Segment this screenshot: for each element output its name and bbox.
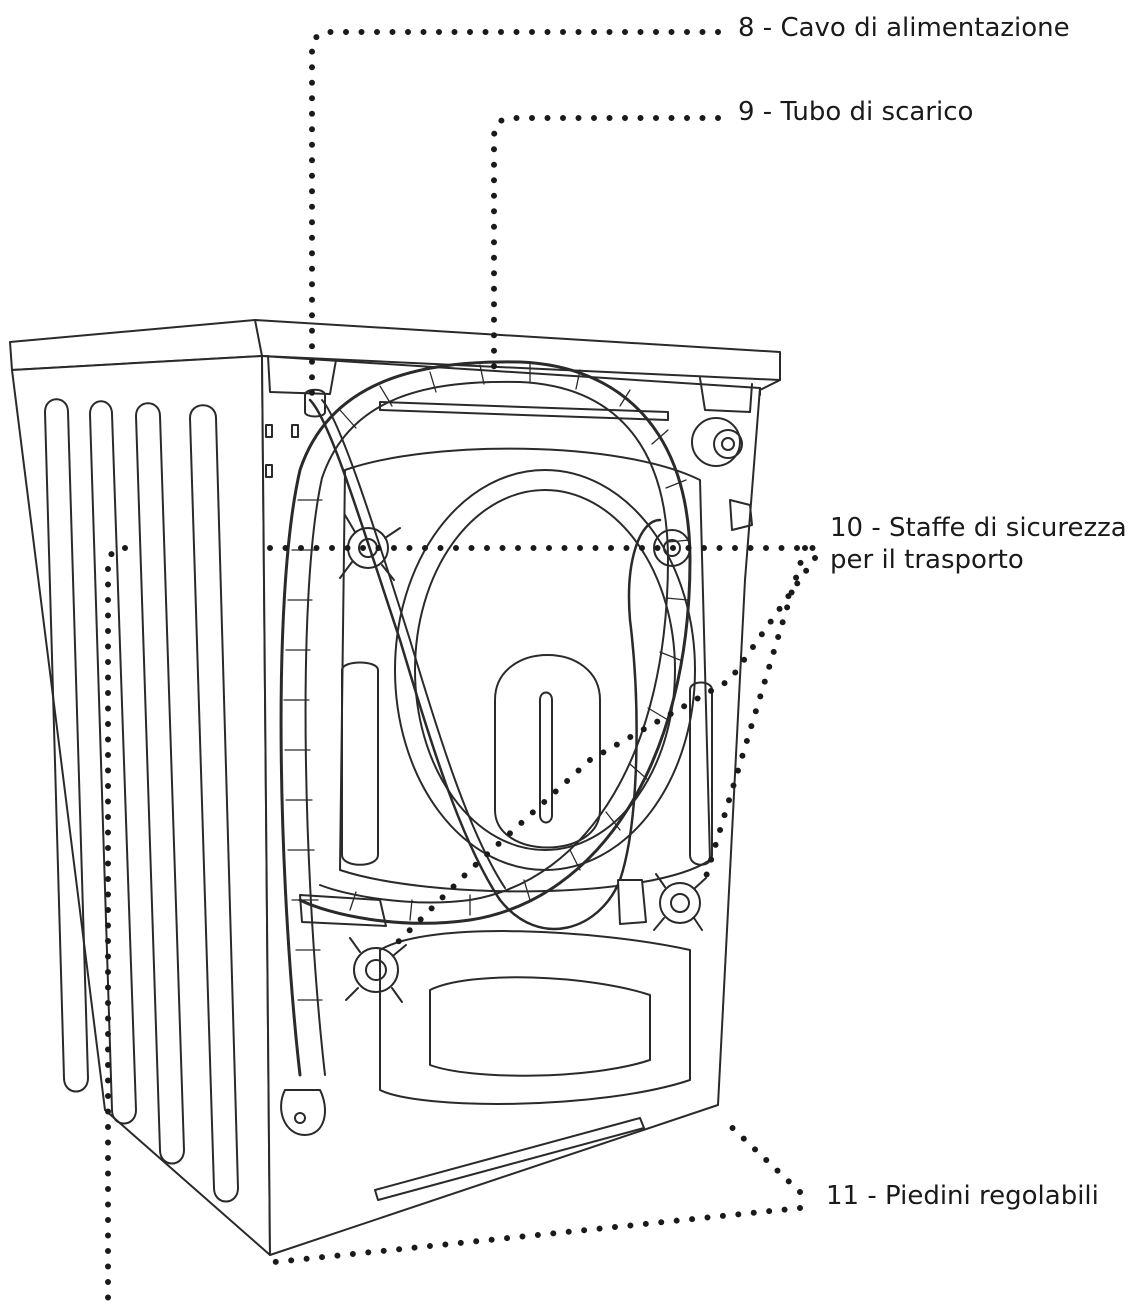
callout-adjustable-feet: 11 - Piedini regolabili bbox=[826, 1180, 1099, 1212]
callout-10-line2: per il trasporto bbox=[830, 545, 1024, 575]
water-inlet-valve bbox=[691, 417, 753, 531]
hose-strap bbox=[299, 894, 387, 927]
transport-bolt-bottom-right bbox=[653, 873, 707, 931]
leader-line-10-left bbox=[105, 545, 128, 1308]
callout-power-cable: 8 - Cavo di alimentazione bbox=[738, 12, 1070, 44]
leader-line-10-right-upper bbox=[702, 545, 808, 883]
leader-line-9 bbox=[491, 115, 721, 375]
leader-line-10-right-lower bbox=[387, 555, 818, 953]
power-cable bbox=[304, 388, 662, 931]
back-panel bbox=[261, 355, 761, 1256]
side-panel bbox=[11, 355, 271, 1256]
callout-transport-bolts: 10 - Staffe di sicurezza per il trasport… bbox=[830, 512, 1127, 576]
callout-8-label: 8 - Cavo di alimentazione bbox=[738, 13, 1070, 43]
callout-9-label: 9 - Tubo di scarico bbox=[738, 97, 974, 127]
drain-hose bbox=[279, 360, 692, 1136]
leader-line-8 bbox=[309, 29, 721, 408]
transport-bolt-bottom-left bbox=[345, 937, 407, 1003]
callout-11-label: 11 - Piedini regolabili bbox=[826, 1181, 1099, 1211]
leader-line-11-lower bbox=[272, 1205, 803, 1265]
callout-10-line1: 10 - Staffe di sicurezza bbox=[830, 513, 1127, 543]
callout-drain-hose: 9 - Tubo di scarico bbox=[738, 96, 973, 128]
leader-line-11-upper bbox=[719, 1115, 803, 1195]
transport-bolts bbox=[339, 514, 707, 1003]
